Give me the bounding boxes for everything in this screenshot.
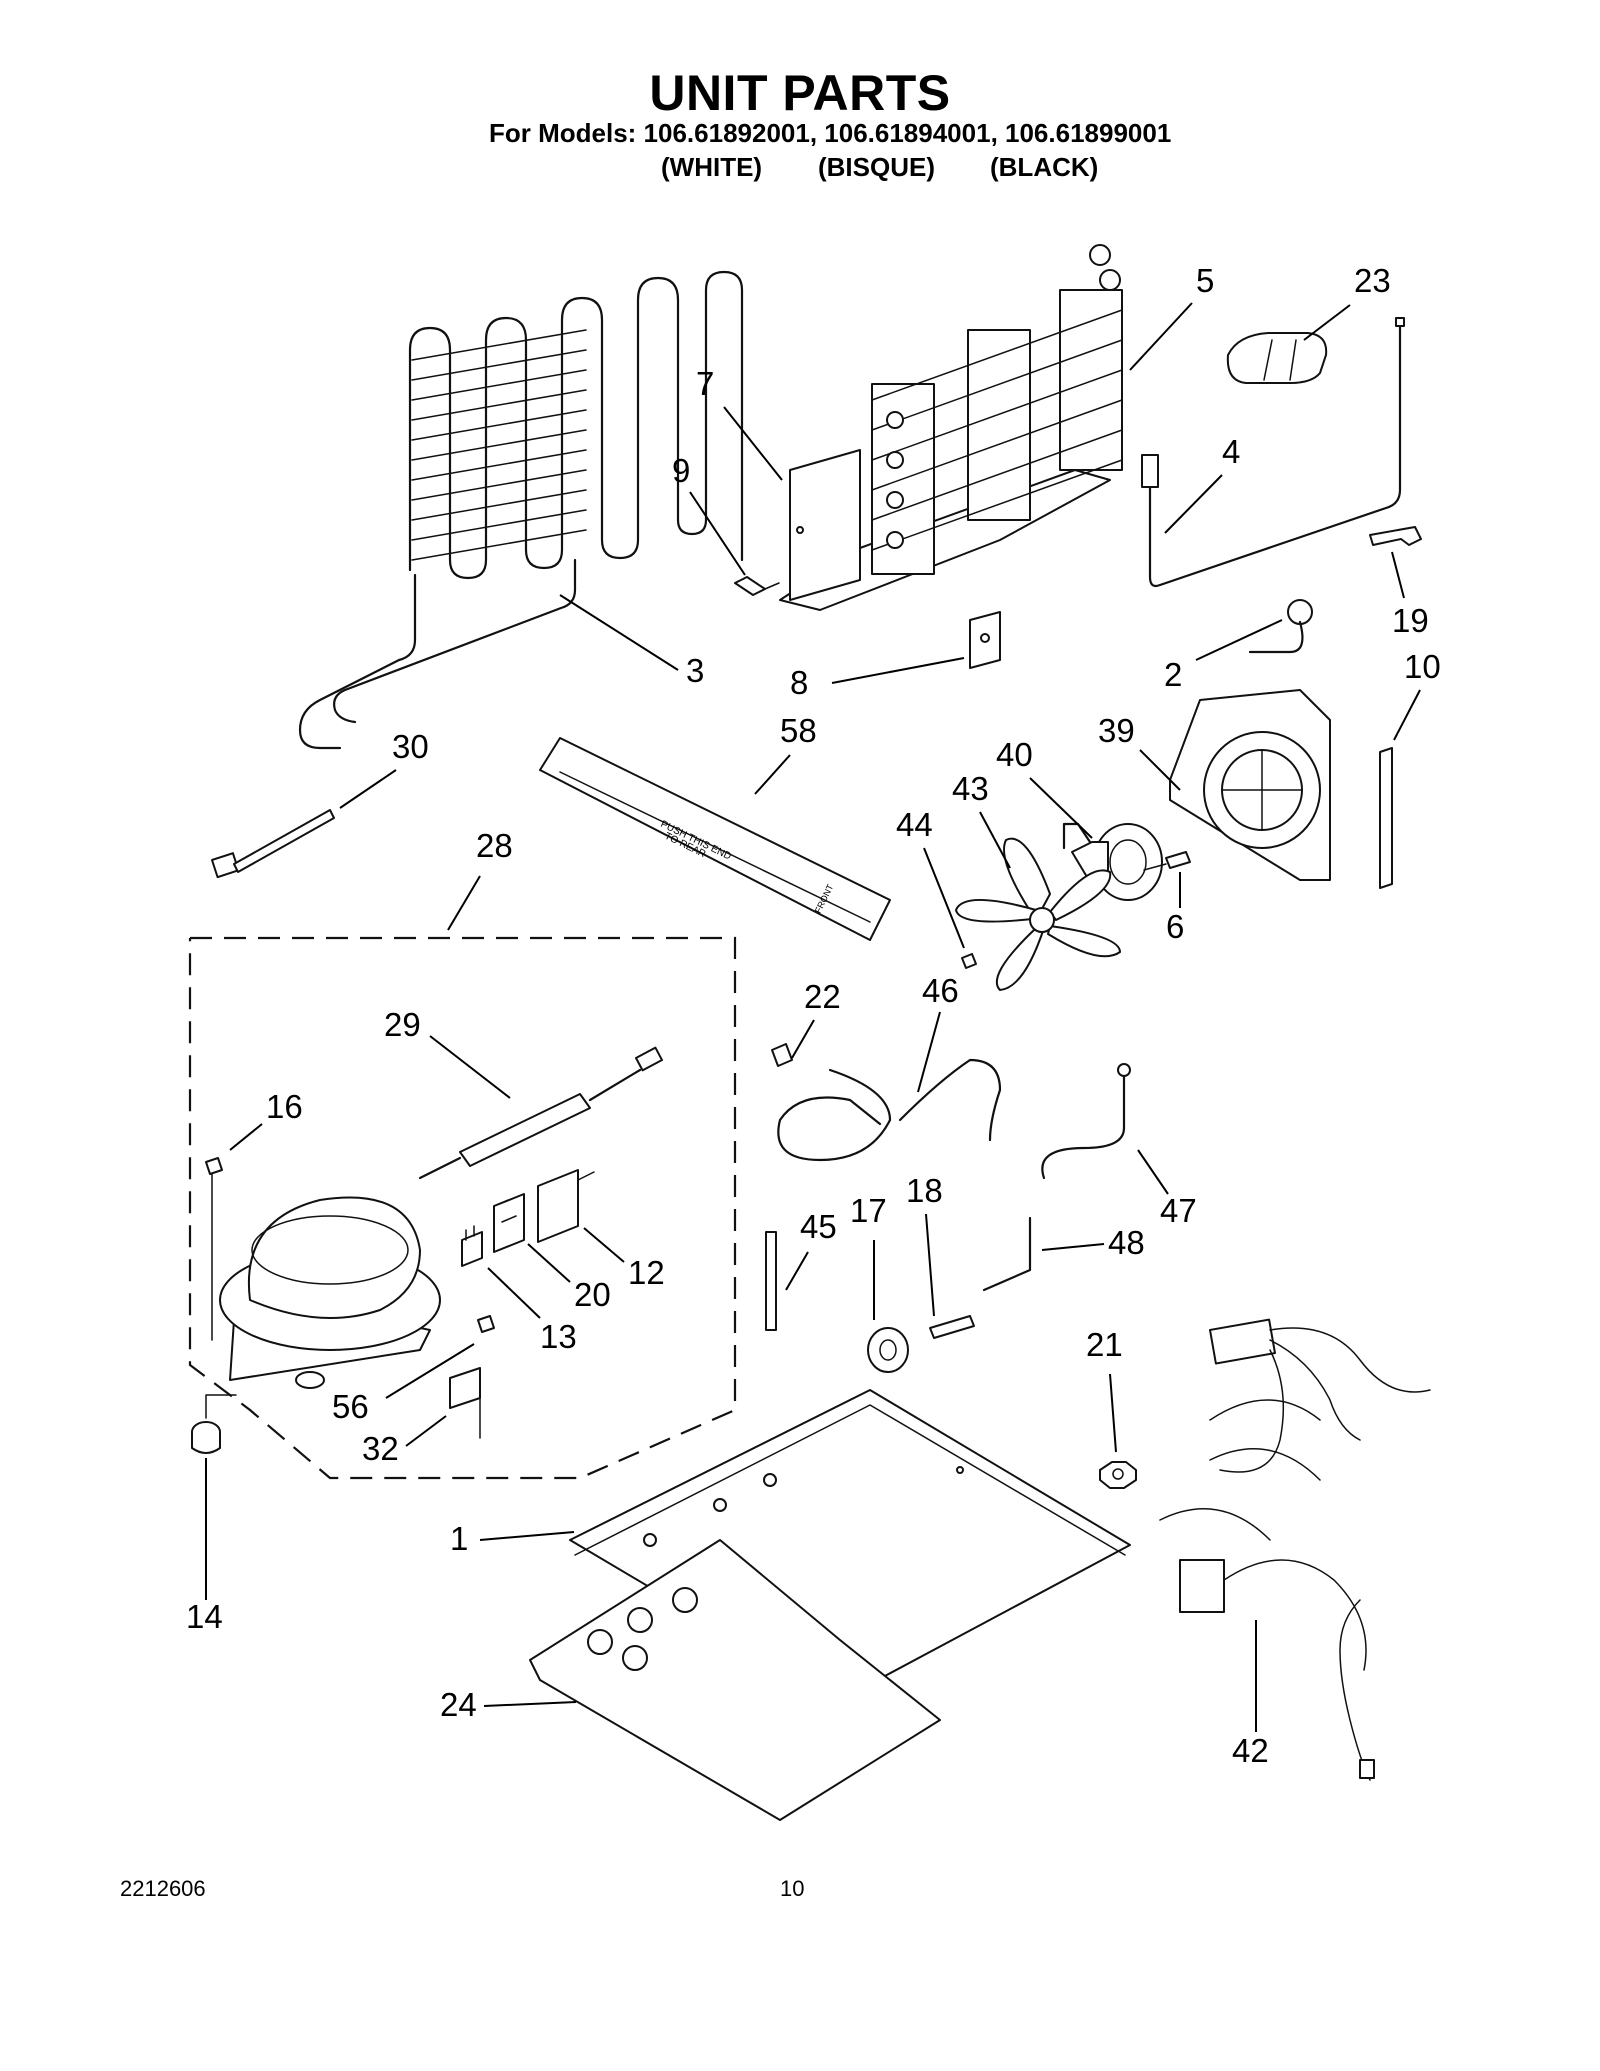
callout-1: 1 (450, 1520, 468, 1557)
callout-56: 56 (332, 1388, 369, 1425)
callout-18: 18 (906, 1172, 943, 1209)
evaporator (779, 244, 1123, 611)
capacitor-screw (477, 1315, 495, 1333)
water-tube (982, 1216, 1032, 1292)
callout-12: 12 (628, 1254, 665, 1291)
callout-43: 43 (952, 770, 989, 807)
document-number: 2212606 (120, 1876, 206, 1901)
page-number: 10 (780, 1876, 805, 1901)
defrost-thermostat (1248, 599, 1313, 654)
filter-drier (418, 1046, 663, 1180)
page-title: UNIT PARTS (649, 65, 951, 121)
tubing-clip (771, 1043, 793, 1067)
callout-32: 32 (362, 1430, 399, 1467)
drain-tube (765, 1231, 777, 1331)
compressor (219, 1196, 441, 1389)
compressor-grommet (191, 1394, 237, 1454)
hex-nut (1099, 1461, 1137, 1489)
callout-58: 58 (780, 712, 817, 749)
suction-tube (777, 1058, 1002, 1162)
callout-29: 29 (384, 1006, 421, 1043)
callout-10: 10 (1404, 648, 1441, 685)
variant-black: (BLACK) (990, 152, 1099, 182)
callout-3: 3 (686, 652, 704, 689)
start-relay (493, 1193, 525, 1253)
callout-6: 6 (1166, 908, 1184, 945)
callout-16: 16 (266, 1088, 303, 1125)
callout-47: 47 (1160, 1192, 1197, 1229)
callout-44: 44 (896, 806, 933, 843)
leveling-roller (867, 1327, 909, 1373)
roller-axle (929, 1315, 975, 1339)
defrost-heater (1141, 317, 1405, 588)
callout-14: 14 (186, 1598, 223, 1635)
callout-17: 17 (850, 1192, 887, 1229)
shroud-gasket (1379, 747, 1393, 889)
callout-13: 13 (540, 1318, 577, 1355)
heater-clip (1369, 526, 1422, 546)
variant-white: (WHITE) (661, 152, 763, 182)
variant-bisque: (BISQUE) (818, 152, 935, 182)
compressor-ground-screw (205, 1157, 223, 1341)
callout-28: 28 (476, 827, 513, 864)
callout-21: 21 (1086, 1326, 1123, 1363)
drip-tray: PUSH THIS END TO REAR FRONT (539, 737, 891, 941)
cable-tie (211, 809, 335, 879)
callout-2: 2 (1164, 656, 1182, 693)
callout-7: 7 (696, 365, 714, 402)
callout-20: 20 (574, 1276, 611, 1313)
evaporator-screw (734, 576, 780, 596)
overload-protector (461, 1225, 483, 1267)
callout-48: 48 (1108, 1224, 1145, 1261)
evaporator-bracket (969, 611, 1001, 669)
fan-blade-retainer (961, 953, 977, 969)
callout-24: 24 (440, 1686, 477, 1723)
discharge-tube (1041, 1063, 1131, 1180)
condenser-coil (298, 270, 744, 750)
insulation-pad (529, 1539, 941, 1821)
callout-19: 19 (1392, 602, 1429, 639)
run-capacitor (449, 1367, 481, 1439)
fan-blade (955, 837, 1121, 991)
compressor-assembly-boundary (188, 936, 737, 1480)
callout-42: 42 (1232, 1732, 1269, 1769)
callout-45: 45 (800, 1208, 837, 1245)
callout-8: 8 (790, 664, 808, 701)
wire-harness (1159, 1318, 1431, 1781)
fan-shroud (1169, 689, 1331, 881)
terminal-cover (1226, 332, 1328, 384)
callout-46: 46 (922, 972, 959, 1009)
callout-40: 40 (996, 736, 1033, 773)
callout-39: 39 (1098, 712, 1135, 749)
fan-motor-screw (1143, 851, 1191, 871)
models-line: For Models: 106.61892001, 106.61894001, … (489, 118, 1172, 148)
callout-22: 22 (804, 978, 841, 1015)
relay-cover (537, 1169, 595, 1243)
callout-5: 5 (1196, 262, 1214, 299)
callout-4: 4 (1222, 433, 1240, 470)
callout-9: 9 (672, 452, 690, 489)
callout-30: 30 (392, 728, 429, 765)
callout-23: 23 (1354, 262, 1391, 299)
